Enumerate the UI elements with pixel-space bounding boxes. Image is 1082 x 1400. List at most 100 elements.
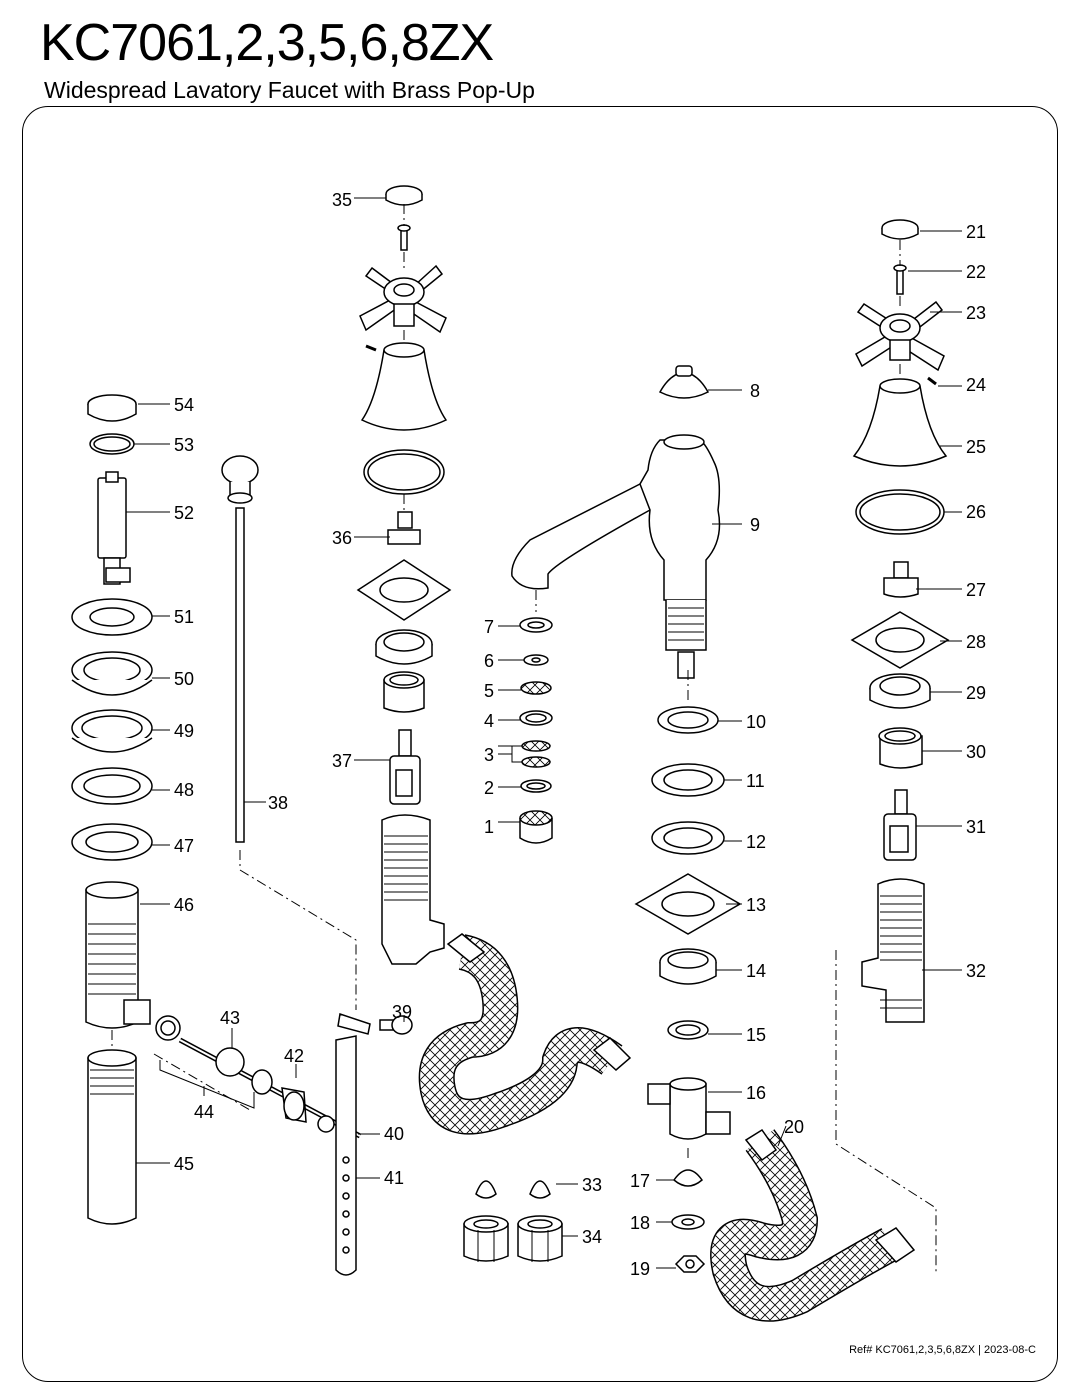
- part-label: 54: [174, 395, 194, 415]
- part-label: 32: [966, 961, 986, 981]
- left-valve-body-part: [381, 814, 445, 965]
- part-label: 53: [174, 435, 194, 455]
- ferrule-part: [529, 1180, 551, 1199]
- drain-flange-washers: [71, 598, 153, 861]
- left-flange-part: [360, 342, 448, 431]
- tee-fittings-parts: [671, 1169, 706, 1273]
- part-label: 40: [384, 1124, 404, 1144]
- part-label: 23: [966, 303, 986, 323]
- part-label: 36: [332, 528, 352, 548]
- part-label: 29: [966, 683, 986, 703]
- compression-nut-part: [517, 1215, 563, 1262]
- part-label: 52: [174, 503, 194, 523]
- part-label: 19: [630, 1259, 650, 1279]
- pivot-rod-part: [178, 1037, 362, 1139]
- extension-strap-part: [335, 1013, 371, 1276]
- strap-screw-part: [379, 1015, 413, 1035]
- part-number-labels: 35 36 37 38 39 40 41 42 43 44 45 46 47 4…: [174, 190, 986, 1279]
- leader-lines: [126, 197, 962, 1269]
- right-handle-assembly: [850, 219, 950, 1023]
- part-label: 27: [966, 580, 986, 600]
- reference-number: Ref# KC7061,2,3,5,6,8ZX | 2023-08-C: [849, 1344, 1036, 1356]
- diagram-subtitle: Widespread Lavatory Faucet with Brass Po…: [44, 77, 535, 103]
- left-bonnet-part: [383, 671, 425, 713]
- supply-hoses: [418, 933, 916, 1322]
- part-label: 51: [174, 607, 194, 627]
- alignment-lines: [111, 204, 937, 1272]
- part-label: 4: [484, 711, 494, 731]
- tee-connector-part: [647, 1077, 731, 1140]
- part-label: 33: [582, 1175, 602, 1195]
- left-locknut-part: [375, 629, 433, 665]
- part-label: 2: [484, 778, 494, 798]
- spout-body-part: [511, 434, 721, 679]
- part-label: 14: [746, 961, 766, 981]
- stopper-rod-part: [97, 471, 131, 585]
- left-square-gasket-part: [356, 559, 452, 621]
- part-label: 48: [174, 780, 194, 800]
- part-label: 7: [484, 617, 494, 637]
- drain-assembly: [71, 394, 181, 1225]
- tailpiece-part: [87, 1049, 137, 1225]
- part-label: 49: [174, 721, 194, 741]
- part-label: 41: [384, 1168, 404, 1188]
- diagram-title: KC7061,2,3,5,6,8ZX: [40, 14, 494, 72]
- part-label: 18: [630, 1213, 650, 1233]
- right-cross-handle-part: [855, 300, 945, 372]
- compression-fittings: [463, 1180, 563, 1262]
- part-label: 25: [966, 437, 986, 457]
- part-label: 42: [284, 1046, 304, 1066]
- part-label: 24: [966, 375, 986, 395]
- right-stem-adapter-part: [883, 561, 919, 598]
- left-handle-assembly: [356, 185, 452, 965]
- part-label: 21: [966, 222, 986, 242]
- drain-body-part: [85, 881, 151, 1029]
- part-label: 39: [392, 1002, 412, 1022]
- right-bonnet-part: [878, 727, 923, 769]
- part-label: 22: [966, 262, 986, 282]
- left-cross-handle-part: [359, 264, 447, 334]
- part-label: 38: [268, 793, 288, 813]
- part-label: 50: [174, 669, 194, 689]
- part-label: 9: [750, 515, 760, 535]
- part-label: 20: [784, 1117, 804, 1137]
- part-label: 13: [746, 895, 766, 915]
- part-label: 45: [174, 1154, 194, 1174]
- part-label: 47: [174, 836, 194, 856]
- part-label: 3: [484, 745, 494, 765]
- right-handle-screw-part: [896, 267, 904, 295]
- part-label: 34: [582, 1227, 602, 1247]
- part-label: 28: [966, 632, 986, 652]
- drain-stopper-part: [87, 394, 137, 422]
- part-label: 1: [484, 817, 494, 837]
- right-valve-body-part: [861, 878, 925, 1023]
- part-label: 30: [966, 742, 986, 762]
- popup-linkage: [178, 455, 413, 1276]
- spout-assembly: [511, 365, 742, 1273]
- part-label: 35: [332, 190, 352, 210]
- part-label: 37: [332, 751, 352, 771]
- ferrule-part: [475, 1180, 497, 1199]
- lift-rod-part: [221, 455, 259, 843]
- left-stem-adapter-part: [387, 511, 421, 545]
- spout-washers: [634, 706, 742, 1040]
- part-label: 5: [484, 681, 494, 701]
- part-label: 15: [746, 1025, 766, 1045]
- part-label: 44: [194, 1102, 214, 1122]
- aerator-parts: [519, 617, 553, 844]
- right-cartridge-part: [883, 789, 917, 861]
- part-label: 6: [484, 651, 494, 671]
- part-label: 16: [746, 1083, 766, 1103]
- part-label: 43: [220, 1008, 240, 1028]
- compression-nut-part: [463, 1215, 509, 1262]
- right-flange-part: [852, 378, 948, 467]
- part-label: 31: [966, 817, 986, 837]
- part-label: 46: [174, 895, 194, 915]
- left-cartridge-part: [389, 729, 421, 805]
- part-label: 8: [750, 381, 760, 401]
- part-label: 10: [746, 712, 766, 732]
- right-locknut-part: [869, 673, 931, 709]
- part-label: 17: [630, 1171, 650, 1191]
- right-square-gasket-part: [850, 611, 950, 669]
